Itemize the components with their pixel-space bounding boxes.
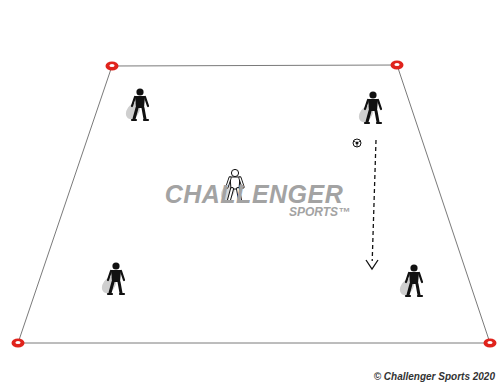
player-black (99, 262, 124, 295)
dribble-path (372, 140, 376, 261)
copyright-note: © Challenger Sports 2020 (374, 371, 495, 382)
arrow-head (366, 260, 378, 269)
player-black (397, 264, 422, 297)
player-black (356, 91, 381, 124)
watermark-tagline: SPORTS™ (289, 206, 350, 219)
field-boundary (18, 65, 490, 343)
cone (106, 62, 119, 71)
player-black (123, 88, 148, 121)
cone (391, 61, 404, 70)
ball (353, 139, 361, 147)
cone (12, 339, 25, 348)
watermark-logo: CHALLENGER (165, 181, 344, 209)
cone (484, 339, 497, 348)
